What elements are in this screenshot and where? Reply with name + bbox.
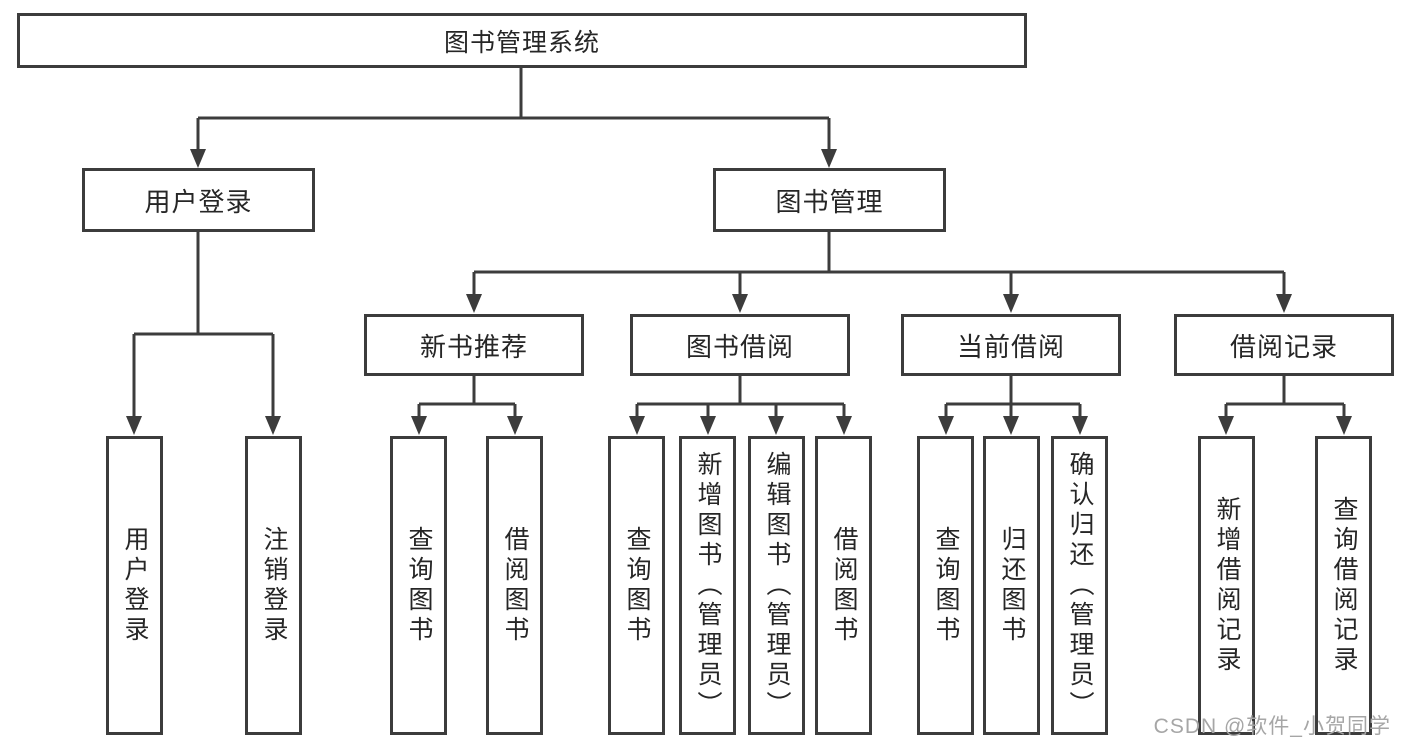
leaf-query-books-current: 查询图书 (917, 436, 974, 735)
connector-root-to-level2 (196, 68, 831, 151)
node-new-book-recommend: 新书推荐 (364, 314, 584, 376)
arrow-down-icon (265, 416, 281, 435)
arrow-down-icon (732, 294, 748, 313)
node-current-borrow: 当前借阅 (901, 314, 1121, 376)
connector-user-login-to-leaves (132, 232, 275, 418)
connector-borrow-records-to-leaves (1224, 376, 1346, 418)
arrow-down-icon (1218, 416, 1234, 435)
arrowheads (126, 149, 1352, 435)
node-borrow-records: 借阅记录 (1174, 314, 1394, 376)
arrow-down-icon (629, 416, 645, 435)
arrow-down-icon (938, 416, 954, 435)
watermark-text: CSDN @软件_小贺同学 (1153, 715, 1391, 738)
arrow-down-icon (507, 416, 523, 435)
arrow-down-icon (126, 416, 142, 435)
node-user-login: 用户登录 (82, 168, 315, 232)
leaf-user-login: 用户登录 (106, 436, 163, 735)
leaf-query-borrow-record: 查询借阅记录 (1315, 436, 1372, 735)
arrow-down-icon (1276, 294, 1292, 313)
node-book-borrow: 图书借阅 (630, 314, 850, 376)
arrow-down-icon (1003, 416, 1019, 435)
arrow-down-icon (466, 294, 482, 313)
node-book-management: 图书管理 (713, 168, 946, 232)
arrow-down-icon (700, 416, 716, 435)
leaf-logout: 注销登录 (245, 436, 302, 735)
leaf-borrow-books-borrow: 借阅图书 (815, 436, 872, 735)
arrow-down-icon (1072, 416, 1088, 435)
connector-new-book-recommend-to-leaves (417, 376, 517, 418)
arrow-down-icon (836, 416, 852, 435)
arrow-down-icon (1003, 294, 1019, 313)
leaf-borrow-books-recommend: 借阅图书 (486, 436, 543, 735)
node-root: 图书管理系统 (17, 13, 1027, 68)
connector-book-borrow-to-leaves (635, 376, 846, 418)
arrow-down-icon (1336, 416, 1352, 435)
arrow-down-icon (411, 416, 427, 435)
arrow-down-icon (821, 149, 837, 168)
leaf-add-borrow-record: 新增借阅记录 (1198, 436, 1255, 735)
leaf-query-books-recommend: 查询图书 (390, 436, 447, 735)
leaf-query-books-borrow: 查询图书 (608, 436, 665, 735)
connector-current-borrow-to-leaves (944, 376, 1082, 418)
leaf-return-book: 归还图书 (983, 436, 1040, 735)
arrow-down-icon (190, 149, 206, 168)
leaf-confirm-return-admin: 确认归还（管理员） (1051, 436, 1108, 735)
connector-book-management-to-level3 (472, 232, 1286, 296)
leaf-add-book-admin: 新增图书（管理员） (679, 436, 736, 735)
leaf-edit-book-admin: 编辑图书（管理员） (748, 436, 805, 735)
arrow-down-icon (768, 416, 784, 435)
